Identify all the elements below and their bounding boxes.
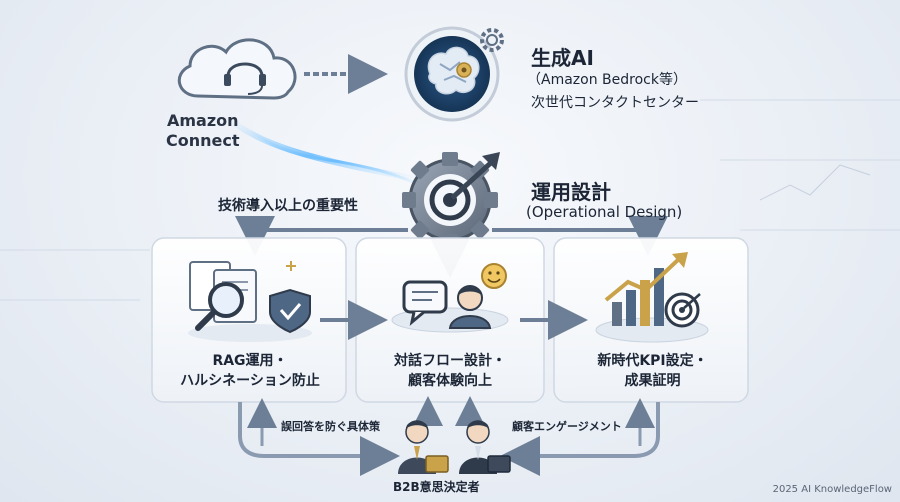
business-people-icon — [398, 420, 511, 474]
genai-caption: 次世代コンタクトセンター — [531, 95, 699, 111]
card-kpi-line2: 成果証明 — [624, 373, 681, 389]
genai-title: 生成AI — [531, 46, 594, 70]
card-kpi-label: 新時代KPI設定・ 成果証明 — [560, 351, 745, 391]
card-dialog-label: 対話フロー設計・ 顧客体験向上 — [360, 351, 540, 391]
data-flow-beam-2 — [249, 128, 431, 192]
genai-subtitle: （Amazon Bedrock等） — [527, 72, 687, 88]
card-kpi-line1: 新時代KPI設定・ — [597, 353, 708, 369]
footer-credit: 2025 AI KnowledgeFlow — [772, 484, 892, 495]
kpi-chart-target-icon — [595, 252, 709, 343]
chat-person-smiley-icon — [391, 263, 509, 333]
arrow-bottom-left-loop — [238, 402, 400, 476]
amazon-connect-label: Amazon Connect — [166, 111, 240, 151]
importance-label: 技術導入以上の重要性 — [218, 198, 358, 214]
operations-subtitle: (Operational Design) — [526, 203, 683, 221]
arrow-bottom-right-loop — [500, 402, 660, 476]
error-prevention-label: 誤回答を防ぐ具体策 — [281, 420, 380, 433]
small-gear-icon — [480, 28, 504, 52]
amazon-connect-line1: Amazon — [166, 111, 239, 130]
card-dialog-line2: 顧客体験向上 — [408, 373, 492, 389]
card-rag-label: RAG運用・ ハルシネーション防止 — [155, 351, 345, 391]
customer-engagement-label: 顧客エンゲージメント — [512, 420, 622, 433]
arrow-gear-to-card1 — [235, 216, 408, 256]
documents-magnifier-shield-icon — [188, 261, 312, 342]
card-dialog-line1: 対話フロー設計・ — [394, 353, 506, 369]
operations-gear-target-icon — [402, 152, 500, 248]
card-rag-line1: RAG運用・ — [212, 353, 288, 369]
ai-brain-icon — [404, 26, 500, 122]
card-rag-line2: ハルシネーション防止 — [180, 373, 320, 389]
data-flow-beam — [228, 117, 421, 183]
arrow-gear-to-card3 — [492, 216, 668, 256]
operations-title: 運用設計 — [531, 180, 611, 204]
background-dashboard-lines — [0, 99, 900, 301]
amazon-connect-line2: Connect — [166, 131, 240, 150]
decision-makers-label: B2B意思決定者 — [393, 480, 480, 494]
cloud-headset-icon — [177, 38, 297, 100]
